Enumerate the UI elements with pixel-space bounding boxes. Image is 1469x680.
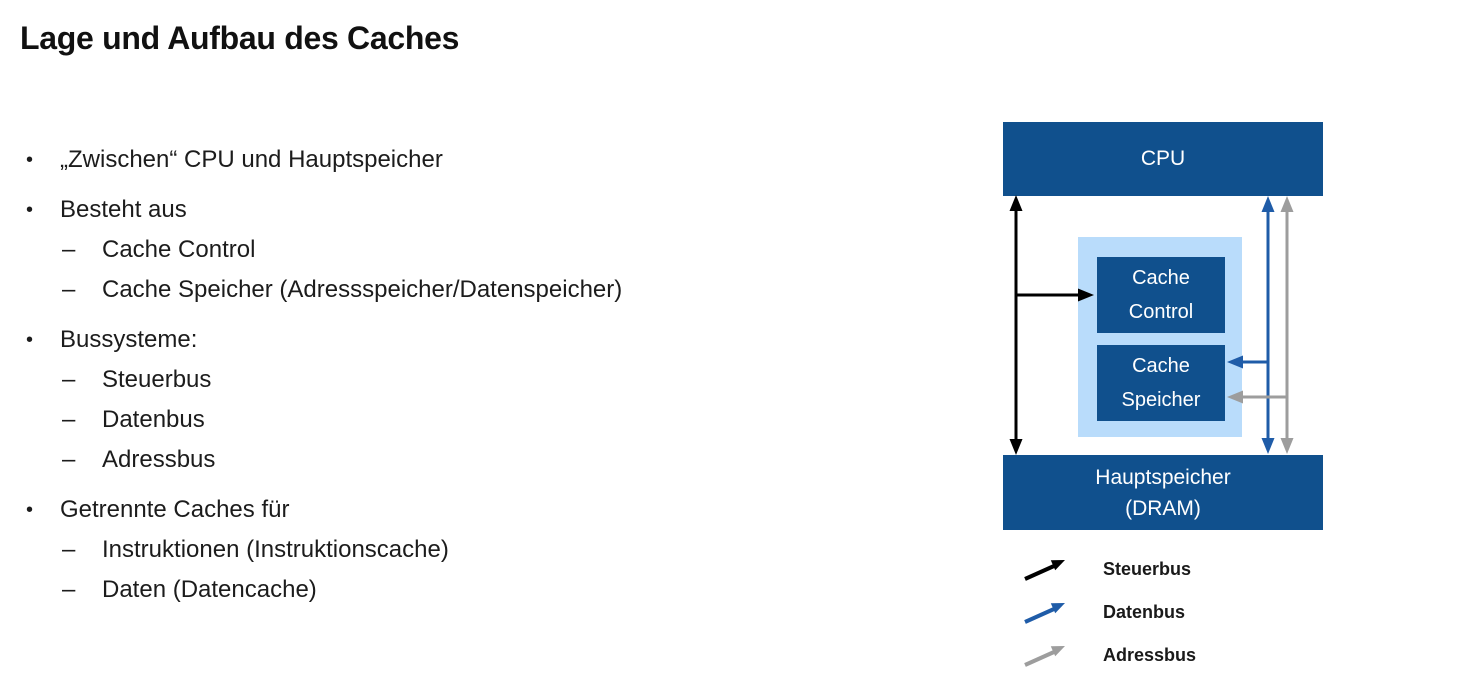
bus-legend: Steuerbus Datenbus Adressbus (1022, 548, 1196, 677)
dash-icon: – (62, 576, 76, 603)
list-item-text: Cache Speicher (Adressspeicher/Datenspei… (102, 276, 623, 303)
cache-control-label-line2: Control (1128, 301, 1194, 323)
legend-row-datenbus: Datenbus (1022, 591, 1196, 634)
hauptspeicher-label-line2: (DRAM) (1125, 496, 1201, 520)
list-item: –Cache Speicher (Adressspeicher/Datenspe… (20, 270, 920, 310)
list-item-text: Bussysteme: (60, 326, 198, 353)
datenbus-vertical-arrow (1261, 196, 1275, 454)
hauptspeicher-box: Hauptspeicher (DRAM) (1003, 455, 1323, 530)
legend-row-adressbus: Adressbus (1022, 634, 1196, 677)
list-item: • „Zwischen“ CPU und Hauptspeicher (20, 140, 920, 180)
datenbus-branch-arrow (1227, 355, 1268, 369)
datenbus-arrow-icon (1024, 602, 1065, 624)
list-item: –Adressbus (20, 440, 920, 480)
cache-speicher-box: Cache Speicher (1097, 345, 1225, 421)
cache-control-label-line1: Cache (1132, 267, 1190, 289)
cpu-box: CPU (1003, 122, 1323, 196)
dash-icon: – (62, 406, 76, 433)
adressbus-vertical-arrow (1280, 196, 1294, 454)
list-item-text: Instruktionen (Instruktionscache) (102, 536, 449, 563)
list-item: –Cache Control (20, 230, 920, 270)
bullet-icon: • (26, 199, 34, 221)
list-item-text: Datenbus (102, 406, 205, 433)
bullet-icon: • (26, 499, 34, 521)
list-item-text: Adressbus (102, 446, 216, 473)
bullet-list: • „Zwischen“ CPU und Hauptspeicher • Beste… (20, 140, 920, 610)
list-item-text: „Zwischen“ CPU und Hauptspeicher (60, 146, 443, 173)
legend-label: Steuerbus (1103, 559, 1192, 579)
list-item: –Steuerbus (20, 360, 920, 400)
dash-icon: – (62, 536, 76, 563)
list-item-text: Cache Control (102, 236, 256, 263)
page-title: Lage und Aufbau des Caches (20, 20, 460, 56)
steuerbus-arrow-icon (1024, 559, 1065, 581)
list-item: • Besteht aus (20, 190, 920, 230)
dash-icon: – (62, 236, 76, 263)
steuerbus-branch-arrow (1016, 288, 1094, 302)
list-item: –Instruktionen (Instruktionscache) (20, 530, 920, 570)
hauptspeicher-label-line1: Hauptspeicher (1095, 465, 1231, 489)
adressbus-arrow-icon (1024, 645, 1065, 667)
legend-label: Datenbus (1103, 602, 1186, 622)
adressbus-branch-arrow (1227, 390, 1287, 404)
cache-control-box: Cache Control (1097, 257, 1225, 333)
list-item: • Bussysteme: (20, 320, 920, 360)
list-item: –Datenbus (20, 400, 920, 440)
bus-arrows-svg (1009, 195, 1294, 455)
list-item: –Daten (Datencache) (20, 570, 920, 610)
list-item-text: Daten (Datencache) (102, 576, 317, 603)
steuerbus-vertical-arrow (1009, 195, 1023, 455)
dash-icon: – (62, 276, 76, 303)
legend-row-steuerbus: Steuerbus (1022, 548, 1196, 591)
list-item-text: Getrennte Caches für (60, 496, 290, 523)
dash-icon: – (62, 366, 76, 393)
bullet-icon: • (26, 329, 34, 351)
list-item-text: Besteht aus (60, 196, 187, 223)
list-item-text: Steuerbus (102, 366, 212, 393)
list-item: • Getrennte Caches für (20, 490, 920, 530)
cache-speicher-label-line2: Speicher (1121, 389, 1201, 411)
cache-speicher-label-line1: Cache (1132, 355, 1190, 377)
cpu-label: CPU (1140, 147, 1186, 170)
bullet-icon: • (26, 149, 34, 171)
legend-label: Adressbus (1103, 645, 1197, 665)
dash-icon: – (62, 446, 76, 473)
